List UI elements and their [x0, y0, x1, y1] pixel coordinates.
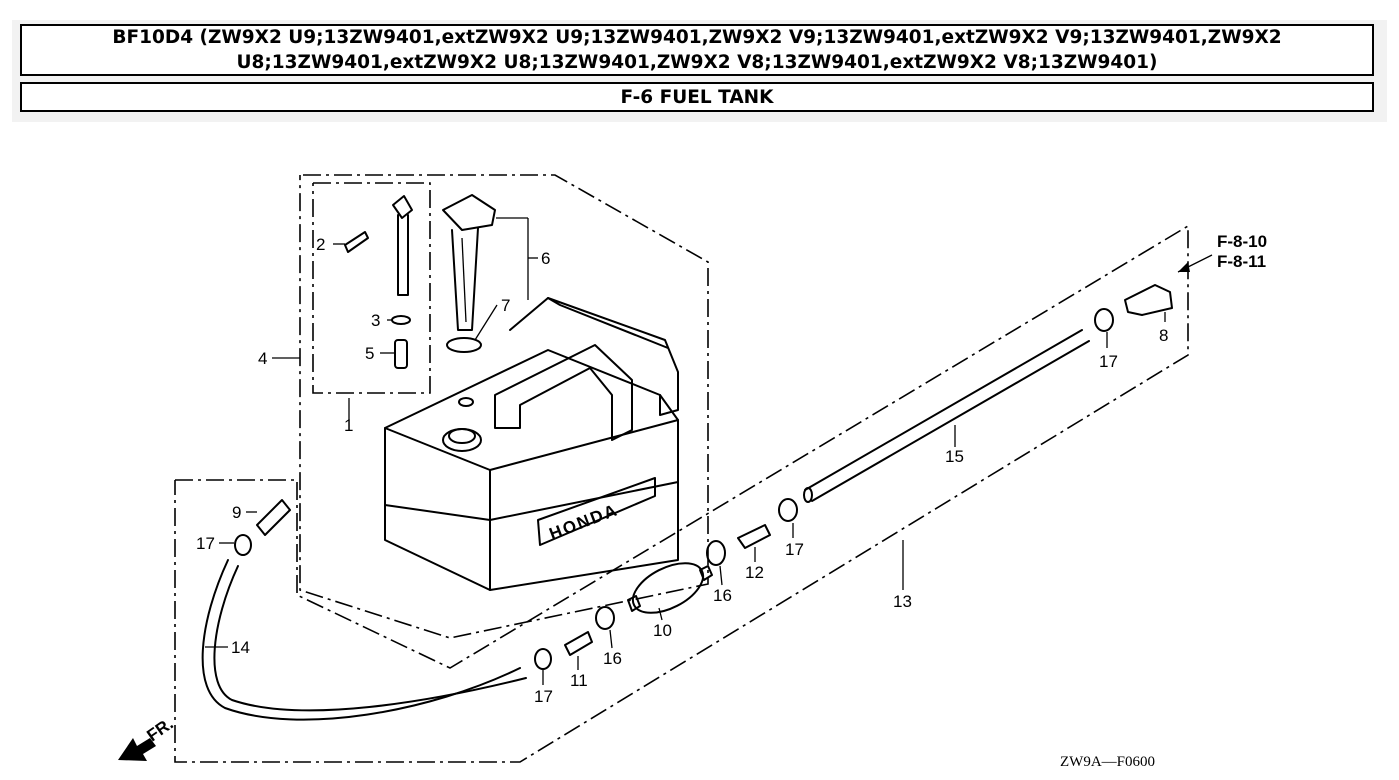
callout-17-upper: 17 — [1099, 352, 1118, 371]
cross-ref-f-8-10[interactable]: F-8-10 — [1217, 232, 1267, 251]
clamp-17-lower — [534, 648, 552, 670]
callout-10: 10 — [653, 621, 672, 640]
fuel-gauge-group-outline — [312, 182, 431, 394]
washer-16-upper — [706, 540, 726, 566]
model-title-box: BF10D4 (ZW9X2 U9;13ZW9401,extZW9X2 U9;13… — [20, 24, 1374, 76]
connector-8 — [1124, 284, 1173, 316]
fitting-11 — [564, 631, 593, 656]
callout-1: 1 — [344, 416, 353, 435]
connector-9 — [256, 499, 291, 536]
callout-15: 15 — [945, 447, 964, 466]
callout-3: 3 — [371, 311, 380, 330]
tank-assembly-outline — [299, 174, 709, 639]
cross-ref-arrowhead — [1178, 262, 1190, 272]
callout-2: 2 — [316, 235, 325, 254]
section-title-box: F-6 FUEL TANK — [20, 82, 1374, 112]
callout-11: 11 — [570, 671, 588, 690]
primer-bulb-10 — [627, 562, 713, 614]
callout-12: 12 — [745, 563, 764, 582]
model-title: BF10D4 (ZW9X2 U9;13ZW9401,extZW9X2 U9;13… — [112, 27, 1282, 73]
leader-lines — [205, 217, 1213, 685]
forward-arrow-icon — [118, 738, 156, 761]
clamp-17-mid — [778, 498, 798, 522]
fuel-gauge-parts — [344, 195, 413, 369]
callout-9: 9 — [232, 503, 241, 522]
hose-14 — [201, 559, 527, 721]
hose-15 — [803, 329, 1090, 503]
fuel-pickup-parts — [442, 194, 496, 353]
clamp-17-upper — [1094, 308, 1114, 332]
callout-16-upper: 16 — [713, 586, 732, 605]
callout-13: 13 — [893, 592, 912, 611]
drawing-code: ZW9A—F0600 — [1060, 754, 1155, 770]
callout-8: 8 — [1159, 326, 1168, 345]
washer-16-lower — [595, 606, 615, 630]
callout-5: 5 — [365, 344, 374, 363]
fitting-12 — [737, 524, 771, 549]
callout-16-lower: 16 — [603, 649, 622, 668]
clamp-17-left — [234, 534, 252, 556]
cross-ref-f-8-11[interactable]: F-8-11 — [1217, 252, 1266, 271]
callout-17-lower: 17 — [534, 687, 553, 706]
header-panel: BF10D4 (ZW9X2 U9;13ZW9401,extZW9X2 U9;13… — [12, 20, 1387, 122]
callout-7: 7 — [501, 296, 510, 315]
section-title: F-6 FUEL TANK — [620, 86, 774, 108]
hose-assembly-outline — [174, 224, 1189, 763]
callout-6: 6 — [541, 249, 550, 268]
fuel-tank: HONDA — [384, 297, 679, 591]
callout-17-left: 17 — [196, 534, 215, 553]
callout-17-mid: 17 — [785, 540, 804, 559]
callout-4: 4 — [258, 349, 267, 368]
callout-14: 14 — [231, 638, 250, 657]
